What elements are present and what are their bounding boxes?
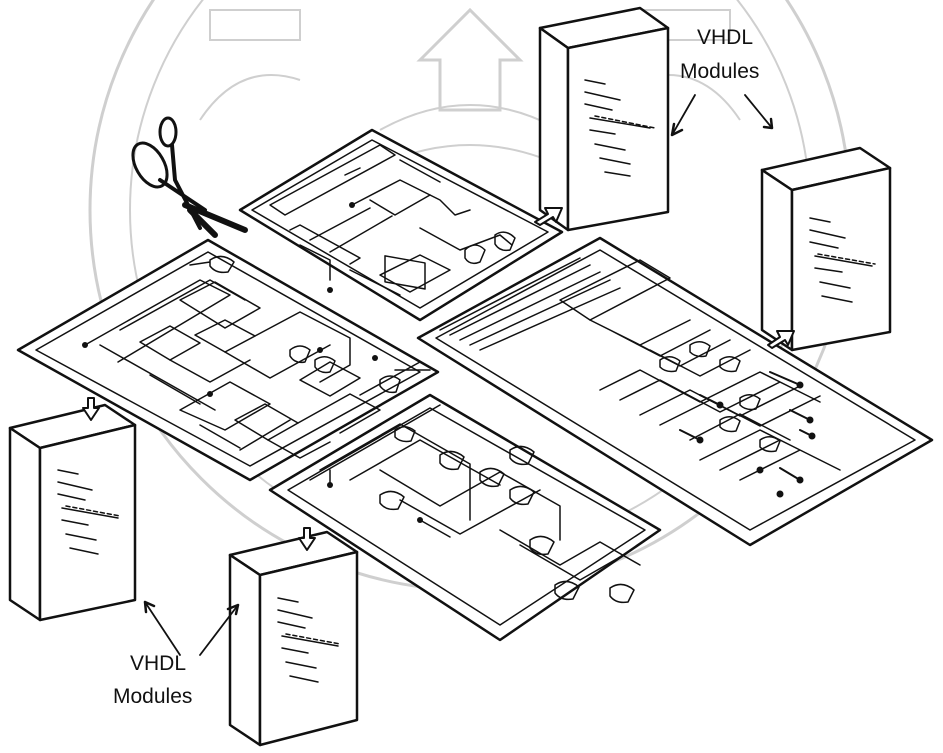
top-label-pointers (672, 95, 772, 135)
top-label-line2: Modules (680, 60, 759, 83)
scissors-icon (126, 118, 245, 235)
vhdl-module-book-icon (540, 8, 668, 230)
top-label-line1: VHDL (697, 26, 753, 49)
vhdl-module-book-icon (762, 148, 890, 350)
bottom-label-line1: VHDL (130, 652, 186, 675)
bottom-label-pointers (145, 602, 238, 655)
vhdl-module-book-icon (10, 405, 135, 620)
bottom-label-line2: Modules (113, 685, 192, 708)
vhdl-module-book-icon (230, 532, 357, 745)
